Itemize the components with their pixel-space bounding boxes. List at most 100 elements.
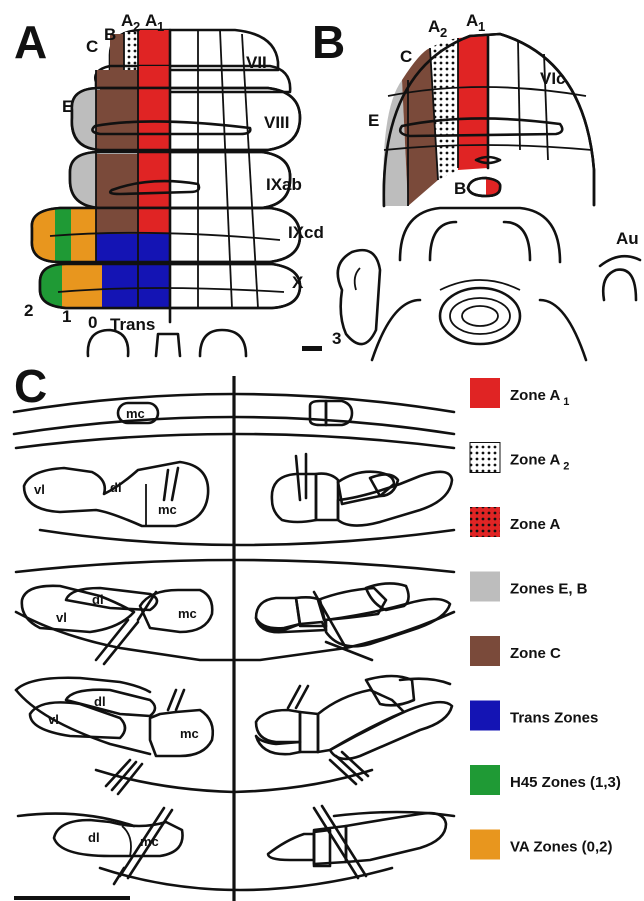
- panel-b: B: [302, 11, 640, 360]
- label-mc-4: mc: [180, 726, 199, 741]
- label-zone-b-a: B: [104, 25, 116, 44]
- legend-swatch: [470, 572, 500, 602]
- label-zone-2: 2: [24, 301, 33, 320]
- legend-swatch: [470, 378, 500, 408]
- label-zone-a1-sub-b: 1: [478, 19, 485, 34]
- va-zone-stripe-b: [62, 264, 78, 308]
- label-zone-e-b: E: [368, 111, 379, 130]
- label-zone-0: 0: [88, 313, 97, 332]
- label-lobule-vii: VII: [246, 53, 267, 72]
- label-zone-a2-a: A: [121, 11, 133, 30]
- section-4-c: [330, 702, 452, 759]
- legend-item: Zones E, B: [470, 572, 588, 602]
- legend-label: Zone A1: [510, 387, 569, 408]
- label-lobule-x: X: [292, 273, 304, 292]
- label-dl-5: dl: [88, 830, 100, 845]
- panel-a-letter: A: [14, 16, 47, 68]
- legend-label: VA Zones (0,2): [510, 839, 613, 856]
- label-zone-c-a: C: [86, 37, 98, 56]
- zone-a2-stripe-a: [124, 32, 138, 70]
- label-lobule-ixab: IXab: [266, 175, 302, 194]
- panel-a: A: [14, 11, 324, 356]
- section-4-dl: [66, 690, 155, 716]
- label-zone-a1-b: A: [466, 11, 478, 30]
- section-3-mc: [140, 590, 212, 632]
- brainstem-shape: [440, 288, 520, 344]
- legend-label: Zone C: [510, 645, 561, 662]
- legend-label: Zone A: [510, 516, 560, 533]
- legend-subscript: 1: [563, 396, 569, 408]
- label-mc-3: mc: [178, 606, 197, 621]
- section-5-a1: [346, 813, 446, 862]
- section-3-c: [326, 599, 450, 646]
- label-zone-a1-a: A: [145, 11, 157, 30]
- section-2-h45: [272, 474, 316, 522]
- section-5-va: [268, 834, 314, 860]
- label-lobule-vic: VIc: [540, 69, 566, 88]
- label-lobule-ixcd: IXcd: [288, 223, 324, 242]
- label-zone-b-b: B: [454, 179, 466, 198]
- legend-item: Zone A: [470, 507, 560, 537]
- legend-item: VA Zones (0,2): [470, 830, 613, 860]
- label-zone-a2-b: A: [428, 17, 440, 36]
- panel-c: C: [14, 360, 454, 901]
- flocculus-shape: [338, 250, 380, 344]
- zone-c-stripe-a5: [96, 208, 138, 234]
- label-dl-4: dl: [94, 694, 106, 709]
- legend-swatch: [470, 701, 500, 731]
- legend-subscript: 2: [563, 461, 569, 473]
- legend-swatch: [470, 443, 500, 473]
- legend-item: Trans Zones: [470, 701, 598, 731]
- legend-item: Zone A1: [470, 378, 569, 408]
- label-lobule-viii: VIII: [264, 113, 290, 132]
- section-4-va: [256, 710, 300, 742]
- label-trans: Trans: [110, 315, 155, 334]
- legend-swatch: [470, 636, 500, 666]
- legend-label: Trans Zones: [510, 710, 598, 727]
- label-vl-2: vl: [34, 482, 45, 497]
- legend-label: Zones E, B: [510, 581, 588, 598]
- zone-c-stripe-a4: [96, 154, 138, 208]
- zone-a1-stripe-a5: [138, 208, 170, 234]
- section-1-h45: [310, 401, 326, 425]
- label-zone-a1-sub-a: 1: [157, 19, 164, 34]
- label-zone-a2-sub-a: 2: [133, 19, 140, 34]
- legend-swatch: [470, 765, 500, 795]
- panel-c-letter: C: [14, 360, 47, 412]
- label-mc-5: mc: [140, 834, 159, 849]
- label-mc-2: mc: [158, 502, 177, 517]
- section-2-c: [338, 472, 452, 526]
- label-zone-e-a: E: [62, 97, 73, 116]
- scale-bar-b: [302, 346, 322, 351]
- section-5-h45: [314, 830, 330, 866]
- section-4-trans: [300, 712, 318, 752]
- label-zone-1: 1: [62, 307, 71, 326]
- zone-c-stripe-a3: [96, 90, 138, 150]
- legend-item: Zone C: [470, 636, 561, 666]
- label-vl-3: vl: [56, 610, 67, 625]
- trans-zone-stripe-b: [102, 264, 170, 308]
- zone-a1-stripe-a3: [138, 88, 170, 150]
- label-vl-4: vl: [48, 712, 59, 727]
- trans-zone-stripe-a: [96, 234, 170, 262]
- legend-swatch: [470, 830, 500, 860]
- zone-a1-stripe-panel-b: [458, 36, 488, 170]
- section-2-trans: [316, 474, 338, 520]
- legend-label: H45 Zones (1,3): [510, 774, 621, 791]
- label-zone-a2-sub-b: 2: [440, 25, 447, 40]
- label-3: 3: [332, 329, 341, 348]
- label-mc-1: mc: [126, 406, 145, 421]
- legend-item: H45 Zones (1,3): [470, 765, 621, 795]
- panel-b-letter: B: [312, 16, 345, 68]
- label-dl-3: dl: [92, 592, 104, 607]
- scale-bar-c: [14, 896, 130, 900]
- legend-swatch: [470, 507, 500, 537]
- label-dl-2: dl: [110, 480, 122, 495]
- label-au: Au: [616, 229, 639, 248]
- section-3-dl: [66, 588, 157, 610]
- va-zone-stripe-b2: [78, 264, 102, 308]
